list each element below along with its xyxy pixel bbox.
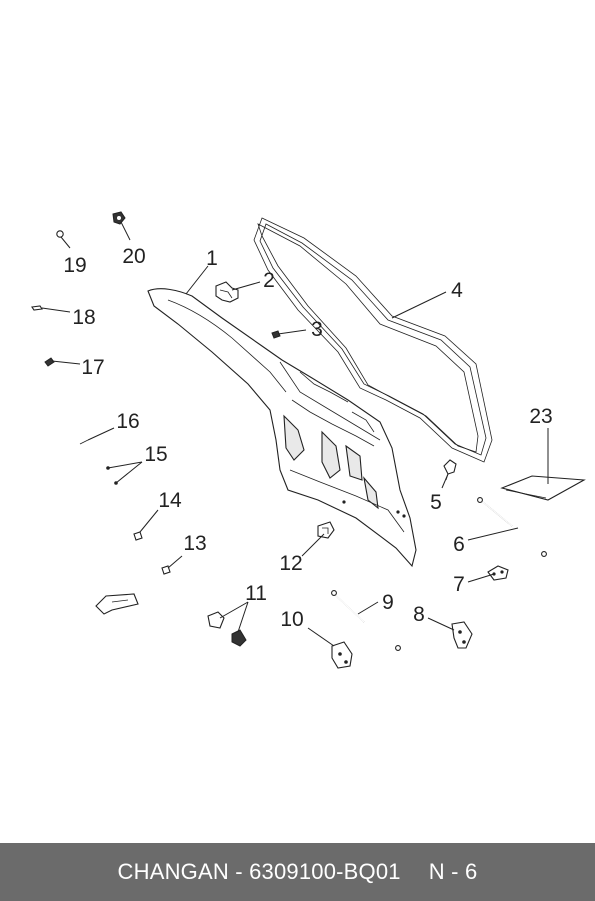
callout-6: 6 — [453, 533, 465, 556]
callout-5: 5 — [430, 491, 442, 514]
part-8-hinge — [451, 621, 473, 649]
callout-13: 13 — [183, 532, 206, 555]
part-2-hinge-bracket — [215, 281, 239, 303]
leader-lines — [41, 221, 549, 647]
callout-16: 16 — [116, 410, 139, 433]
callout-11: 11 — [245, 582, 267, 605]
part-14-screw — [133, 531, 143, 541]
footer-part-caption: CHANGAN - 6309100-BQ01 — [117, 859, 401, 884]
callout-10: 10 — [280, 608, 303, 631]
part-17-retainer — [44, 357, 55, 367]
callout-14: 14 — [158, 489, 182, 512]
callout-7: 7 — [453, 573, 465, 596]
part-16-pin — [79, 439, 89, 445]
callout-15: 15 — [144, 443, 167, 466]
footer-bar: CHANGAN - 6309100-BQ01 N - 6 — [0, 843, 595, 901]
part-1-tailgate-panel — [147, 288, 417, 568]
callout-23: 23 — [529, 405, 552, 428]
arrow-tag-part — [95, 593, 139, 615]
part-18-clip — [31, 305, 43, 311]
callout-17: 17 — [81, 356, 104, 379]
callout-19: 19 — [63, 254, 86, 277]
part-19-plug — [56, 230, 64, 238]
part-23-sheet — [500, 475, 586, 501]
exploded-parts-diagram: 1 2 3 4 5 6 7 8 9 10 11 12 13 14 15 16 1… — [31, 211, 586, 669]
footer-page-ref: N - 6 — [428, 859, 478, 884]
callout-8: 8 — [413, 603, 425, 626]
part-9-gas-strut — [331, 590, 401, 651]
part-5-bump-stop — [443, 459, 457, 481]
callout-12: 12 — [279, 552, 302, 575]
part-10-hinge — [331, 641, 353, 669]
callout-3: 3 — [311, 318, 323, 341]
callout-1: 1 — [206, 247, 218, 270]
part-15-clips — [106, 466, 118, 485]
part-3-clip — [271, 330, 281, 339]
callout-9: 9 — [382, 591, 394, 614]
part-20-grommet — [112, 211, 126, 225]
callout-4: 4 — [451, 279, 463, 302]
callout-labels: 1 2 3 4 5 6 7 8 9 10 11 12 13 14 15 16 1… — [63, 245, 552, 631]
callout-2: 2 — [263, 269, 275, 292]
callout-20: 20 — [122, 245, 145, 268]
callout-18: 18 — [72, 306, 95, 329]
part-7-striker — [487, 565, 509, 581]
part-4-weatherstrip — [253, 217, 493, 463]
part-6-gas-strut — [477, 497, 547, 557]
part-12-bracket — [317, 521, 335, 539]
part-11-pads — [207, 611, 247, 647]
